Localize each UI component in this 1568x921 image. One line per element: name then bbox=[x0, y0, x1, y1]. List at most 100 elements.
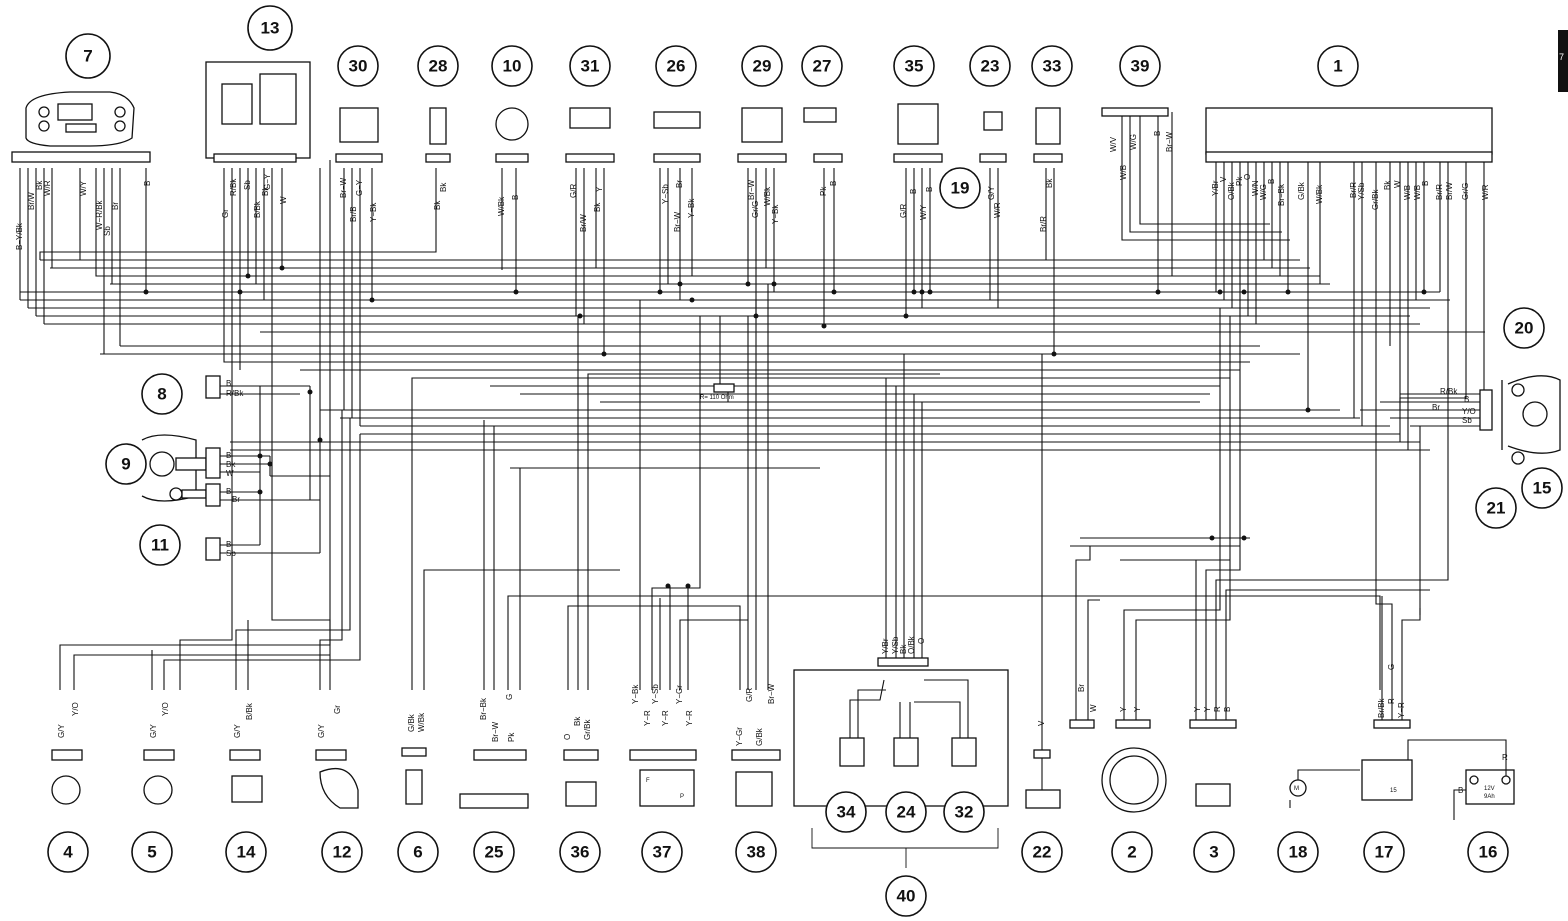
wire-label: Y bbox=[1203, 706, 1212, 712]
wire-label: W/Bk bbox=[417, 712, 426, 732]
callout-12: 12 bbox=[321, 831, 363, 873]
wire-label: W/Y bbox=[919, 204, 928, 220]
wire-label: G/R bbox=[899, 204, 908, 218]
wire-label: Br/R bbox=[1435, 184, 1444, 200]
wire-label: Br bbox=[1432, 403, 1440, 412]
callout-26: 26 bbox=[655, 45, 697, 87]
callout-9: 9 bbox=[105, 443, 147, 485]
callout-30-text: 30 bbox=[349, 57, 368, 76]
wire-label: Bk bbox=[593, 202, 602, 212]
wire-label: G−Y bbox=[263, 173, 272, 190]
wire-label: B bbox=[909, 189, 918, 194]
wire-label: Y−Gr bbox=[675, 685, 684, 704]
wire-label: Bk bbox=[439, 182, 448, 192]
callout-15-text: 15 bbox=[1533, 479, 1552, 498]
wire-label: Br−Bk bbox=[1277, 183, 1286, 206]
wire-label: Y bbox=[1133, 706, 1142, 712]
callout-17: 17 bbox=[1363, 831, 1405, 873]
wire-label: G/Y bbox=[233, 724, 242, 738]
wire-label: B−Y/Bk bbox=[15, 222, 24, 250]
callout-35: 35 bbox=[893, 45, 935, 87]
wire-label: Gr/G bbox=[751, 201, 760, 218]
wire-label: B bbox=[1421, 181, 1430, 186]
wire-label: B bbox=[1458, 786, 1463, 795]
callout-18: 18 bbox=[1277, 831, 1319, 873]
wire-label: W bbox=[1393, 180, 1402, 188]
callout-16: 16 bbox=[1467, 831, 1509, 873]
wire-label: Y−R bbox=[1397, 702, 1406, 718]
wire-label: G/Y bbox=[987, 186, 996, 200]
wire-label: Sb bbox=[103, 226, 112, 236]
wire-label: Gr bbox=[221, 209, 230, 218]
wire-label: G−Y bbox=[355, 179, 364, 196]
callout-19: 19 bbox=[939, 167, 981, 209]
callout-28: 28 bbox=[417, 45, 459, 87]
wire-label: B bbox=[511, 195, 520, 200]
callout-13-text: 13 bbox=[261, 19, 280, 38]
wire-label: Pk bbox=[507, 732, 516, 742]
callout-38-text: 38 bbox=[747, 843, 766, 862]
callout-37-text: 37 bbox=[653, 843, 672, 862]
callout-1-text: 1 bbox=[1333, 57, 1342, 76]
resistor bbox=[713, 316, 735, 402]
callout-19-text: 19 bbox=[951, 179, 970, 198]
callout-5-text: 5 bbox=[147, 843, 156, 862]
callout-6: 6 bbox=[397, 831, 439, 873]
wire-label: Gr/Bk bbox=[583, 719, 592, 740]
wire-label: B bbox=[1267, 179, 1276, 184]
wire-label: Y−Sb bbox=[651, 684, 660, 704]
wire-label: G/Y bbox=[149, 724, 158, 738]
wire-label: Y/O bbox=[1462, 407, 1476, 416]
wire-label: B bbox=[226, 487, 231, 496]
callout-40-text: 40 bbox=[897, 887, 916, 906]
callout-27: 27 bbox=[801, 45, 843, 87]
wire-label: Br bbox=[232, 495, 240, 504]
callout-29: 29 bbox=[741, 45, 783, 87]
wire-labels-top: B−Y/Bk Br/W Bk W/R W/Y W−R/Bk Sb Br B Gr… bbox=[15, 131, 1490, 250]
wire-label: Gr bbox=[333, 705, 342, 714]
callout-16-text: 16 bbox=[1479, 843, 1498, 862]
callout-37: 37 bbox=[641, 831, 683, 873]
wire-labels-bottom: G/Y Y/O G/Y Y/O G/Y B/Bk G/Y Gr G/Bk W/B… bbox=[57, 635, 1508, 800]
wire-label: Y/Br bbox=[1211, 180, 1220, 196]
junction-dots bbox=[143, 265, 1427, 589]
callout-11-text: 11 bbox=[151, 536, 169, 555]
callout-22: 22 bbox=[1021, 831, 1063, 873]
wire-label: W/Y bbox=[79, 180, 88, 196]
wire-label: Bk bbox=[226, 460, 236, 469]
wire-label: G/Y bbox=[57, 724, 66, 738]
callout-1: 1 bbox=[1317, 45, 1359, 87]
wire-label: Y−Bk bbox=[771, 204, 780, 224]
wire-label: W/R bbox=[43, 180, 52, 196]
wire-label: Y/Br bbox=[881, 638, 890, 654]
wire-label: Br/B bbox=[349, 206, 358, 222]
wire-label: G bbox=[1387, 664, 1396, 670]
wire-label: G/R bbox=[745, 688, 754, 702]
wire-label: Br/W bbox=[27, 192, 36, 210]
callout-8: 8 bbox=[141, 373, 183, 415]
wire-label: Br−W bbox=[747, 179, 756, 200]
battery-capacity: 9Ah bbox=[1484, 794, 1495, 800]
handlebar-switch bbox=[205, 61, 311, 163]
callout-11: 11 bbox=[139, 524, 181, 566]
wire-label: Br−W bbox=[767, 683, 776, 704]
wire-label: W/Bk bbox=[497, 196, 506, 216]
callout-3: 3 bbox=[1193, 831, 1235, 873]
wire-label: O bbox=[563, 734, 572, 740]
callout-35-text: 35 bbox=[905, 57, 924, 76]
callout-36: 36 bbox=[559, 831, 601, 873]
switch-label: P bbox=[680, 794, 684, 800]
wire-label: Br/Bk bbox=[1377, 697, 1386, 718]
wire-label: Br/W bbox=[579, 214, 588, 232]
callout-20: 20 bbox=[1503, 307, 1545, 349]
callout-39-text: 39 bbox=[1131, 57, 1150, 76]
callout-32: 32 bbox=[943, 791, 985, 833]
wire-label: Br−W bbox=[673, 211, 682, 232]
callout-40: 40 bbox=[885, 875, 927, 917]
wire-label: G/Y bbox=[317, 724, 326, 738]
callout-6-text: 6 bbox=[413, 843, 422, 862]
wire-label: W/B bbox=[1413, 185, 1422, 200]
wire-label: B/Bk bbox=[245, 702, 254, 720]
wire-label: Br−W bbox=[1165, 131, 1174, 152]
bottom-components bbox=[51, 657, 1515, 868]
